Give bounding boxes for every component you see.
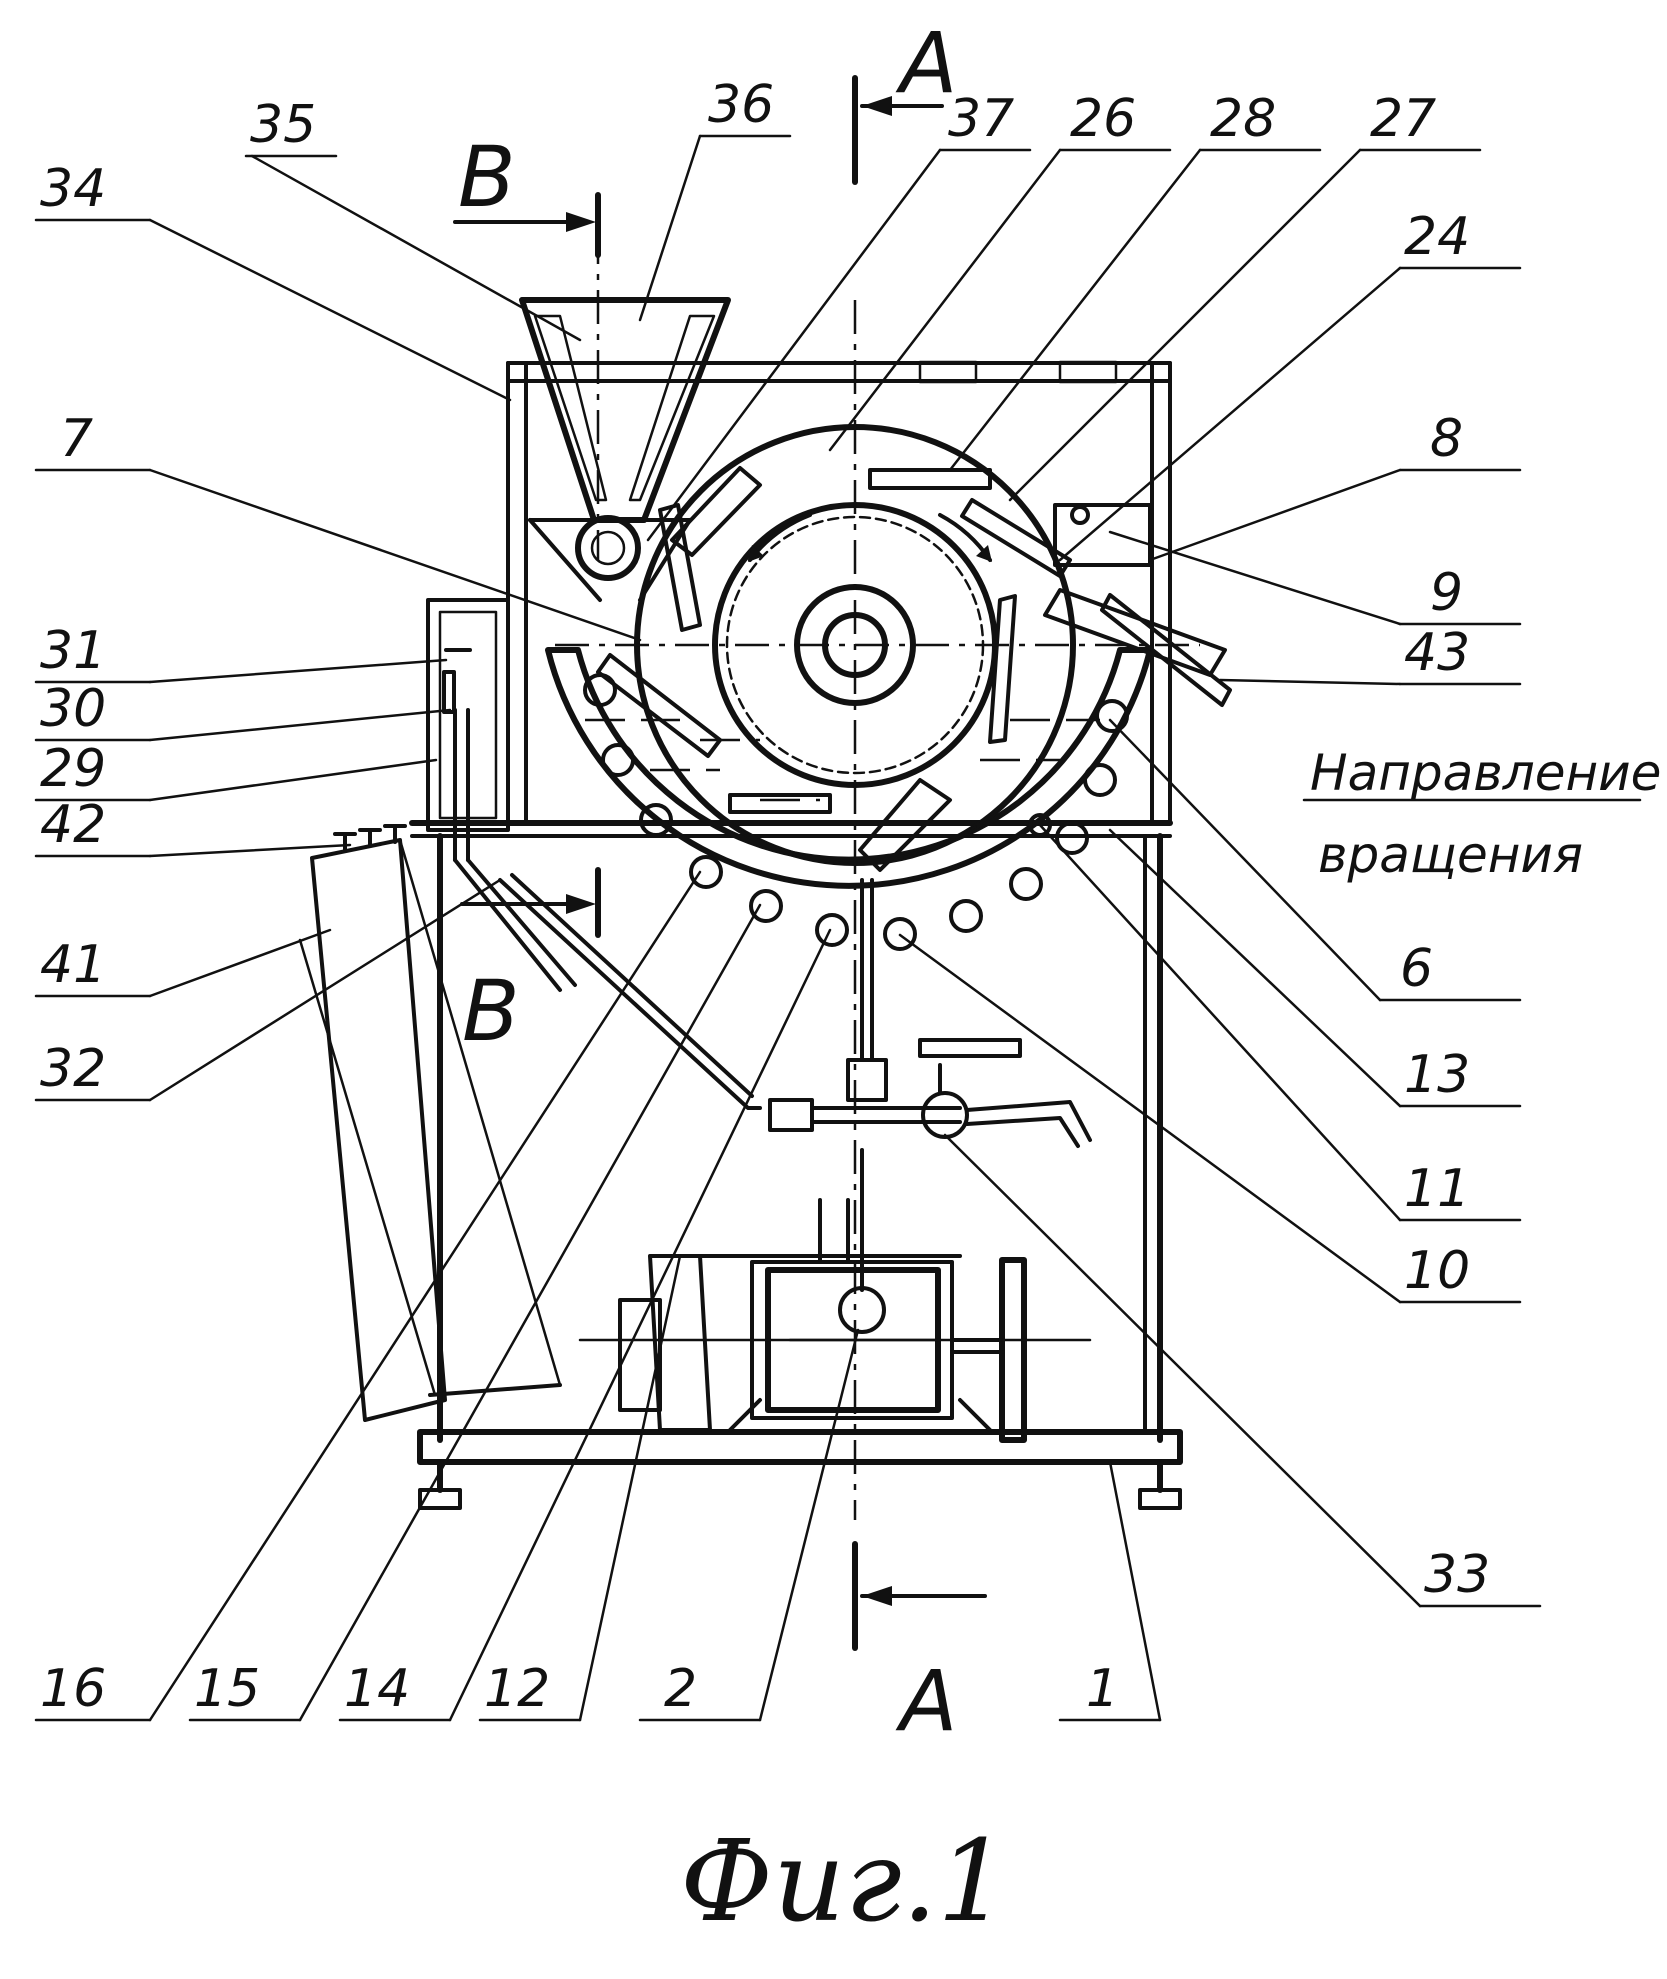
label-42: 42 <box>40 795 106 855</box>
machine-housing <box>412 362 1180 1508</box>
section-label-a-bottom: A <box>895 1652 957 1750</box>
housing-top-wall <box>508 363 1170 381</box>
label-31: 31 <box>40 621 106 681</box>
label-8: 8 <box>1430 409 1463 469</box>
label-27: 27 <box>1370 89 1436 149</box>
label-29: 29 <box>40 739 106 799</box>
label-11: 11 <box>1404 1159 1470 1219</box>
label-35: 35 <box>250 95 316 155</box>
leader-lines <box>36 136 1540 1720</box>
rotation-note-line2: вращения <box>1318 826 1583 884</box>
figure-caption: Фиг.1 <box>680 1817 1009 1947</box>
pipe-coupling <box>770 1100 812 1130</box>
valve <box>923 1093 967 1137</box>
label-1: 1 <box>1086 1659 1119 1719</box>
label-36: 36 <box>708 75 774 135</box>
label-41: 41 <box>40 935 106 995</box>
label-37: 37 <box>948 89 1014 149</box>
section-label-b-bottom: B <box>462 962 520 1060</box>
label-10: 10 <box>1404 1241 1470 1301</box>
feed-roller <box>578 518 638 578</box>
label-32: 32 <box>40 1039 106 1099</box>
label-26: 26 <box>1070 89 1136 149</box>
section-label-a-top: A <box>895 14 957 112</box>
valve-handle <box>920 1040 1020 1056</box>
label-15: 15 <box>194 1659 260 1719</box>
label-7: 7 <box>60 409 93 469</box>
label-13: 13 <box>1404 1045 1470 1105</box>
chute-bracket <box>1055 505 1150 565</box>
label-43: 43 <box>1404 623 1470 683</box>
label-28: 28 <box>1210 89 1276 149</box>
motor <box>580 1150 1090 1440</box>
motor-shaft <box>840 1288 884 1332</box>
belt-pulley <box>1002 1260 1024 1440</box>
section-label-b-top: B <box>458 128 516 226</box>
label-16: 16 <box>40 1659 106 1719</box>
label-34: 34 <box>40 159 106 219</box>
label-6: 6 <box>1400 939 1433 999</box>
rotation-note-line1: Направление <box>1310 744 1661 802</box>
hopper <box>522 300 728 600</box>
label-2: 2 <box>664 1659 697 1719</box>
label-9: 9 <box>1430 563 1463 623</box>
label-30: 30 <box>40 679 106 739</box>
housing-right-wall <box>1152 363 1170 823</box>
base-frame <box>420 1432 1180 1462</box>
label-12: 12 <box>484 1659 550 1719</box>
housing-left-wall <box>508 363 526 823</box>
label-24: 24 <box>1404 207 1470 267</box>
label-14: 14 <box>344 1659 410 1719</box>
label-33: 33 <box>1424 1545 1490 1605</box>
hopper-outer <box>522 300 728 520</box>
reference-labels: 35 36 37 26 28 27 34 24 7 8 9 43 31 30 2… <box>40 75 1490 1719</box>
